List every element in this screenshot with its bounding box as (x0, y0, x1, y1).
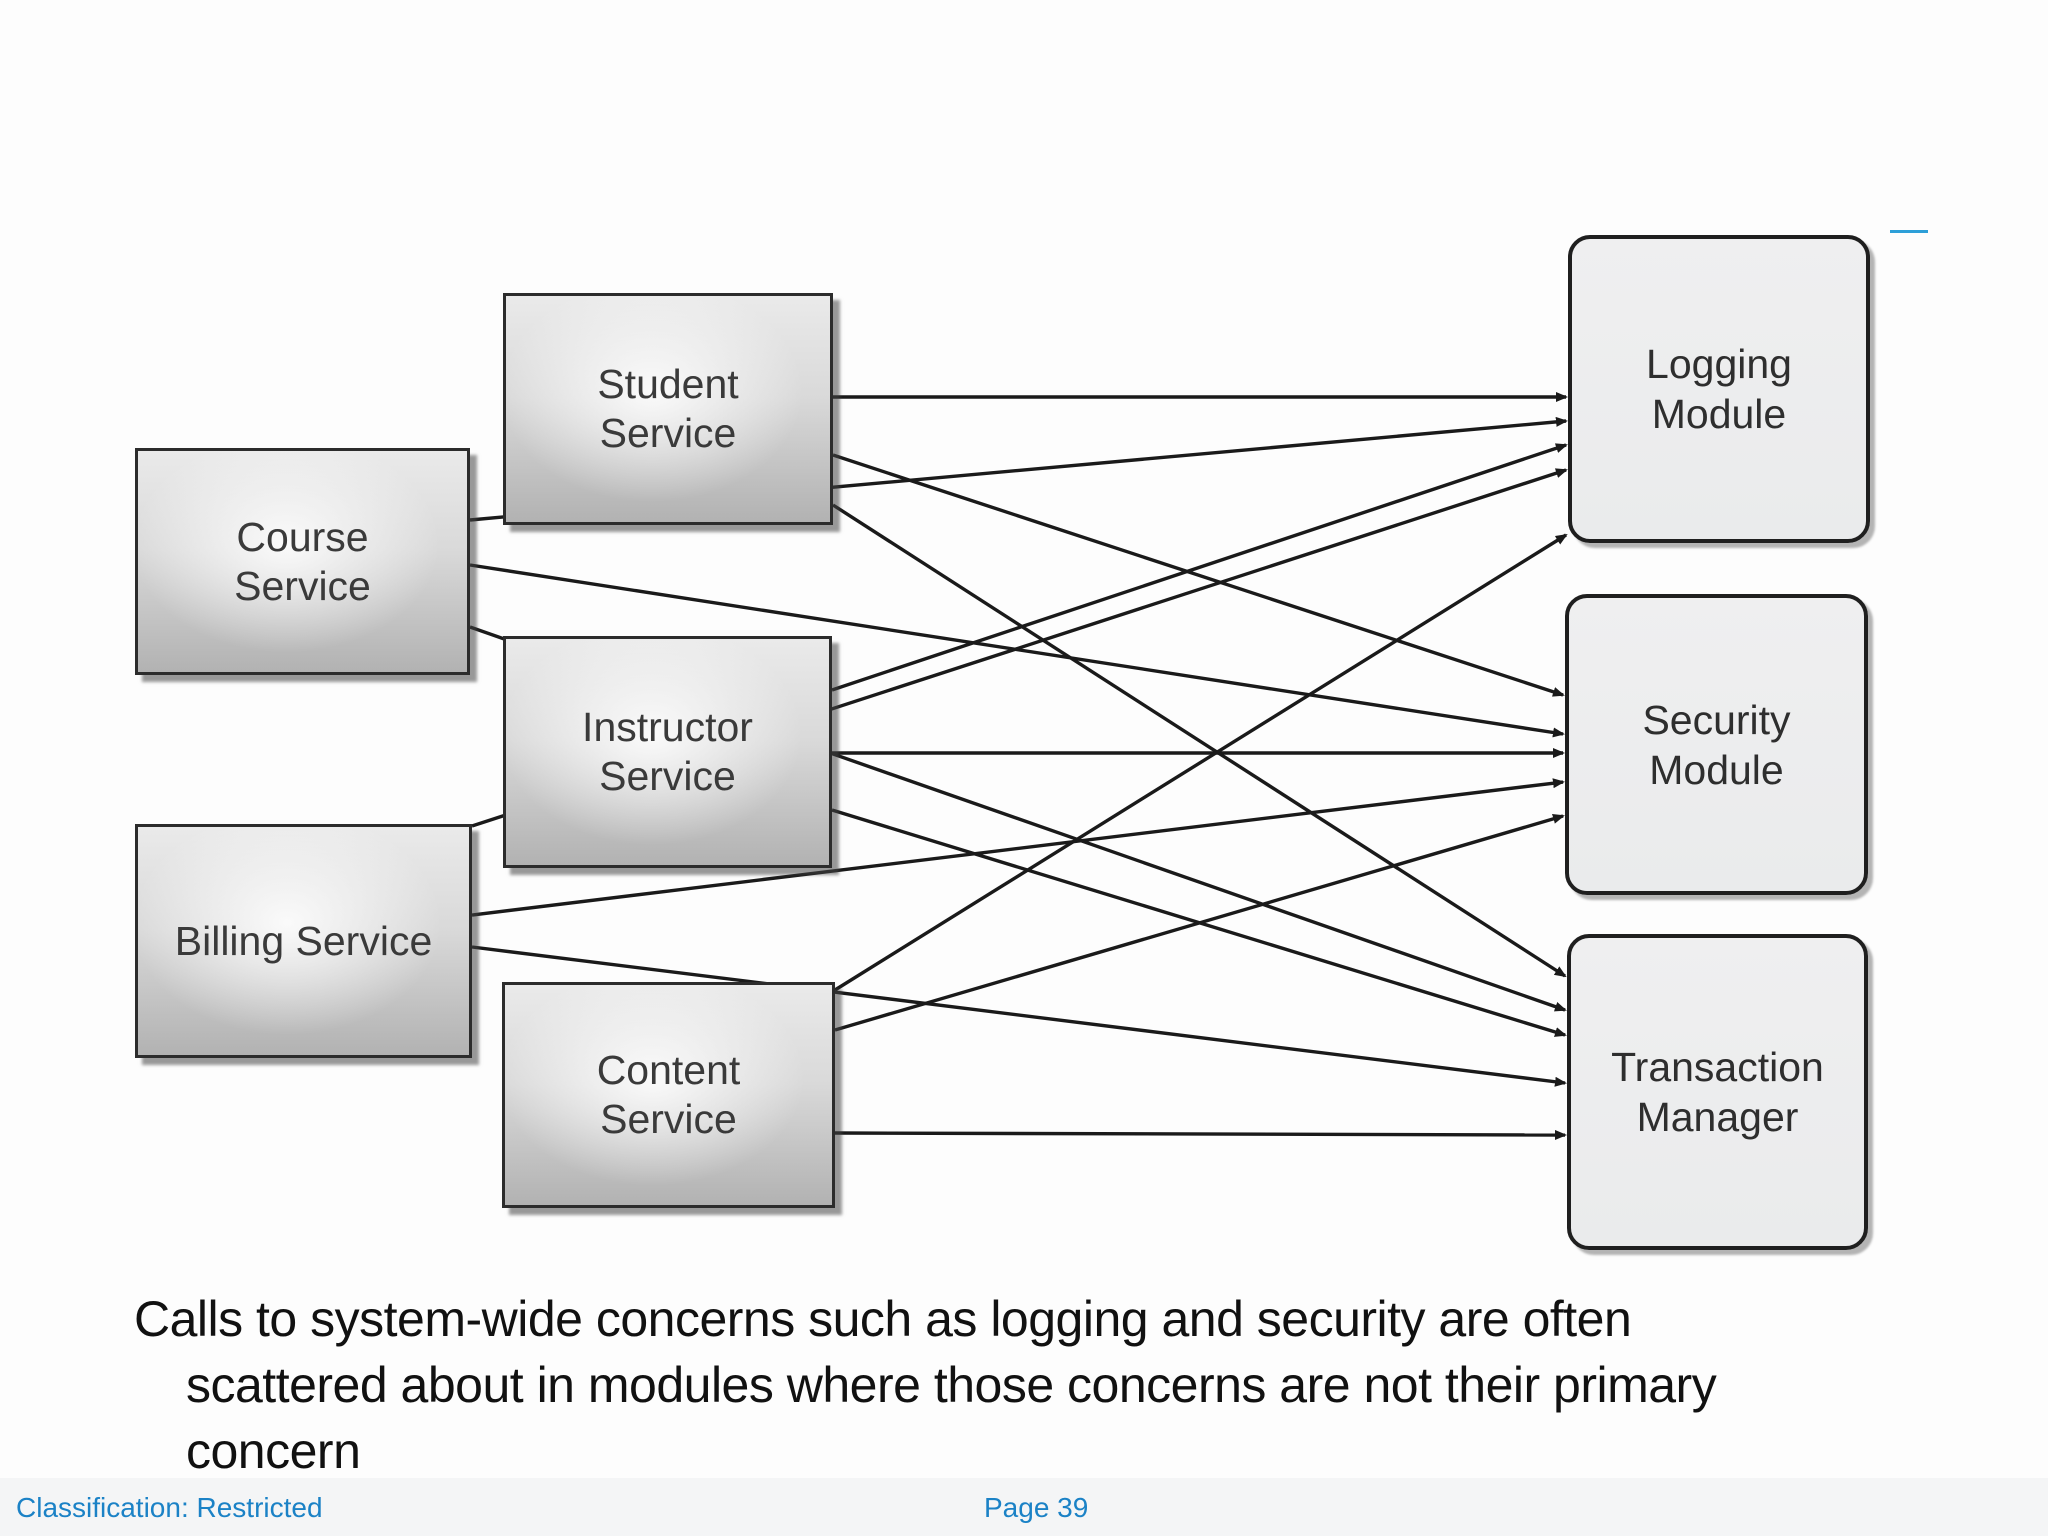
blue-dash-decoration (1890, 230, 1928, 233)
arrow-instructor-to-logging (831, 443, 1568, 692)
caption-line-2: scattered about in modules where those c… (186, 1357, 1717, 1413)
module-box-logging: Logging Module (1568, 235, 1870, 543)
arrow-instructor-to-transaction (831, 808, 1567, 1037)
service-box-course: Course Service (135, 448, 470, 675)
arrow-content-to-security (834, 814, 1565, 1032)
caption-line-3: concern (186, 1423, 361, 1479)
service-box-content: Content Service (502, 982, 835, 1208)
service-box-instructor: Instructor Service (503, 636, 832, 868)
service-box-student: Student Service (503, 293, 833, 525)
arrow-student-to-transaction (832, 503, 1567, 978)
module-box-security: Security Module (1565, 594, 1868, 895)
caption-text: Calls to system-wide concerns such as lo… (134, 1286, 1914, 1484)
service-box-billing: Billing Service (135, 824, 472, 1058)
footer-band (0, 1478, 2048, 1536)
module-box-transaction: Transaction Manager (1567, 934, 1868, 1250)
arrow-content-to-transaction (834, 1129, 1567, 1140)
classification-label: Classification: Restricted (16, 1492, 323, 1523)
arrow-content-to-logging (834, 533, 1568, 992)
caption-line-1: Calls to system-wide concerns such as lo… (134, 1291, 1632, 1347)
arrow-student-to-security (832, 453, 1565, 697)
page-number: Page 39 (984, 1492, 1089, 1523)
